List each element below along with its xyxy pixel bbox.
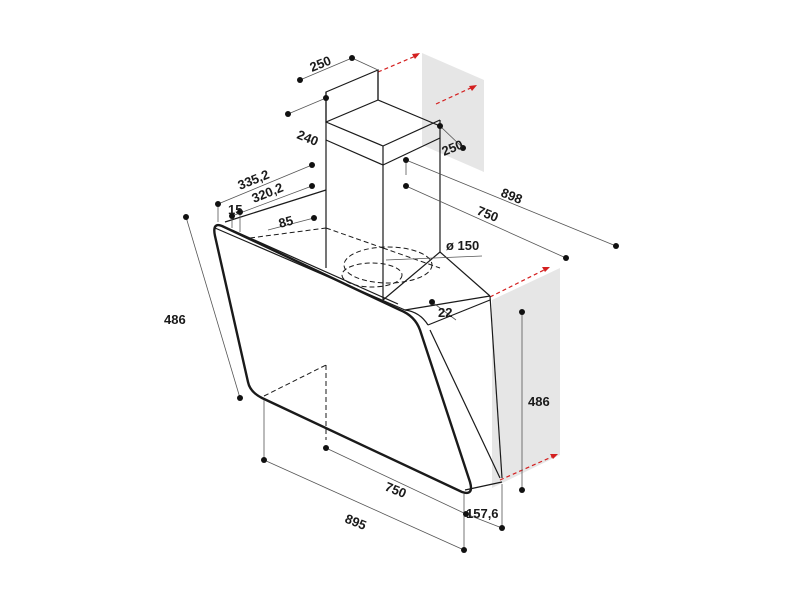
- wall-arrow-third: [489, 267, 549, 298]
- dim-total-width-bottom: 895: [343, 511, 369, 533]
- wall-arrow-second: [435, 85, 476, 105]
- wall-arrow-bottom: [499, 454, 557, 481]
- dimension-lines: [185, 57, 617, 551]
- dimension-dots: [183, 55, 619, 553]
- dim-chimney-width: 250: [308, 53, 334, 75]
- hood-body: [214, 189, 503, 491]
- dim-panel-height-right: 486: [528, 394, 550, 409]
- wall-arrowhead-third: [542, 267, 550, 272]
- dim-inner-width-top: 750: [475, 203, 501, 225]
- chimney: [325, 69, 441, 300]
- dim-body-depth: 157,6: [466, 506, 499, 521]
- dim-panel-height-left: 486: [164, 312, 186, 327]
- wall-plane-lower: [492, 268, 560, 488]
- dim-body-offset: 22: [438, 305, 452, 320]
- wall-arrowhead-bottom: [550, 454, 558, 459]
- wall-arrowhead-second: [469, 85, 477, 91]
- dim-total-width-top: 898: [499, 185, 525, 207]
- wall-arrowhead-top: [412, 53, 420, 59]
- dim-offset-15: 15: [228, 202, 242, 217]
- dim-offset-85: 85: [277, 213, 295, 231]
- dim-outlet-diameter: ø 150: [446, 238, 479, 253]
- hidden-lines: [249, 227, 441, 440]
- dim-chimney-depth: 240: [295, 127, 321, 149]
- wall-arrow-top: [377, 54, 419, 73]
- wall-plane-upper: [422, 53, 484, 172]
- glass-panel: [213, 223, 473, 495]
- dim-base-width: 750: [383, 479, 409, 501]
